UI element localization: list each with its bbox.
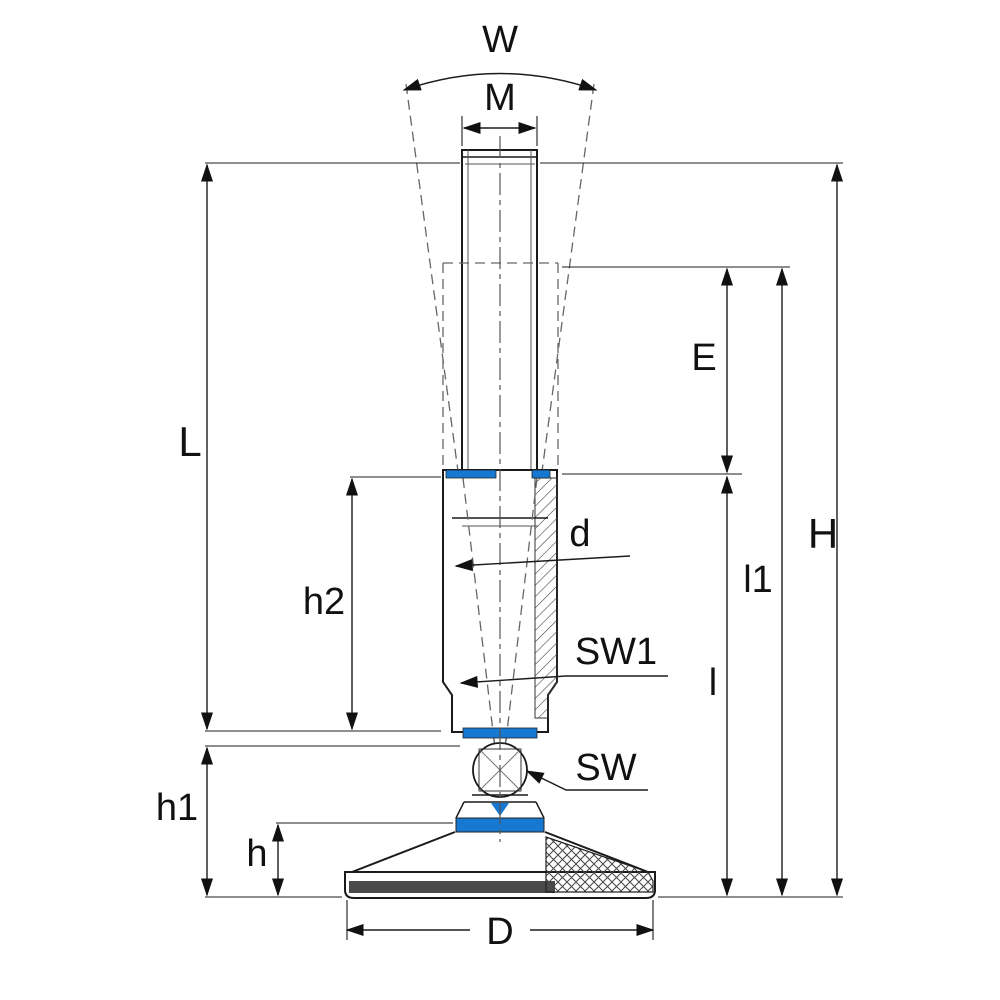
dim-label-h: h [246,833,267,875]
tube-section-hatch [534,477,558,719]
dim-label-h1: h1 [156,787,198,829]
dim-line-w [402,72,598,91]
dim-label-d: d [569,513,590,555]
dim-label-w: W [482,19,518,61]
swivel-envelope-cone [405,83,595,763]
dimension-labels: W M L E H l1 l h2 d SW1 SW h1 h D [156,19,838,953]
wiper-seal-top-left [445,469,497,479]
dim-label-h2: h2 [303,581,345,623]
dim-label-e: E [691,337,716,379]
dim-label-h-total: H [808,510,838,557]
dim-label-sw: SW [575,747,636,789]
anti-slip-pad [349,881,555,893]
dim-label-l-total: L [178,418,201,465]
wiper-seal-top-right [531,469,551,479]
dim-label-m: M [484,77,516,119]
leader-d [454,555,631,572]
base-section-crosshatch [545,836,654,893]
dim-label-l: l [709,662,717,704]
dim-label-d-base: D [486,911,513,953]
dim-label-sw1: SW1 [575,631,657,673]
leader-sw1 [459,675,668,688]
dimension-lines [200,72,844,937]
leader-sw [525,770,648,791]
extension-lines [205,116,843,940]
leader-lines [454,555,668,791]
foot-base [344,794,656,899]
dim-label-l1: l1 [743,559,773,601]
